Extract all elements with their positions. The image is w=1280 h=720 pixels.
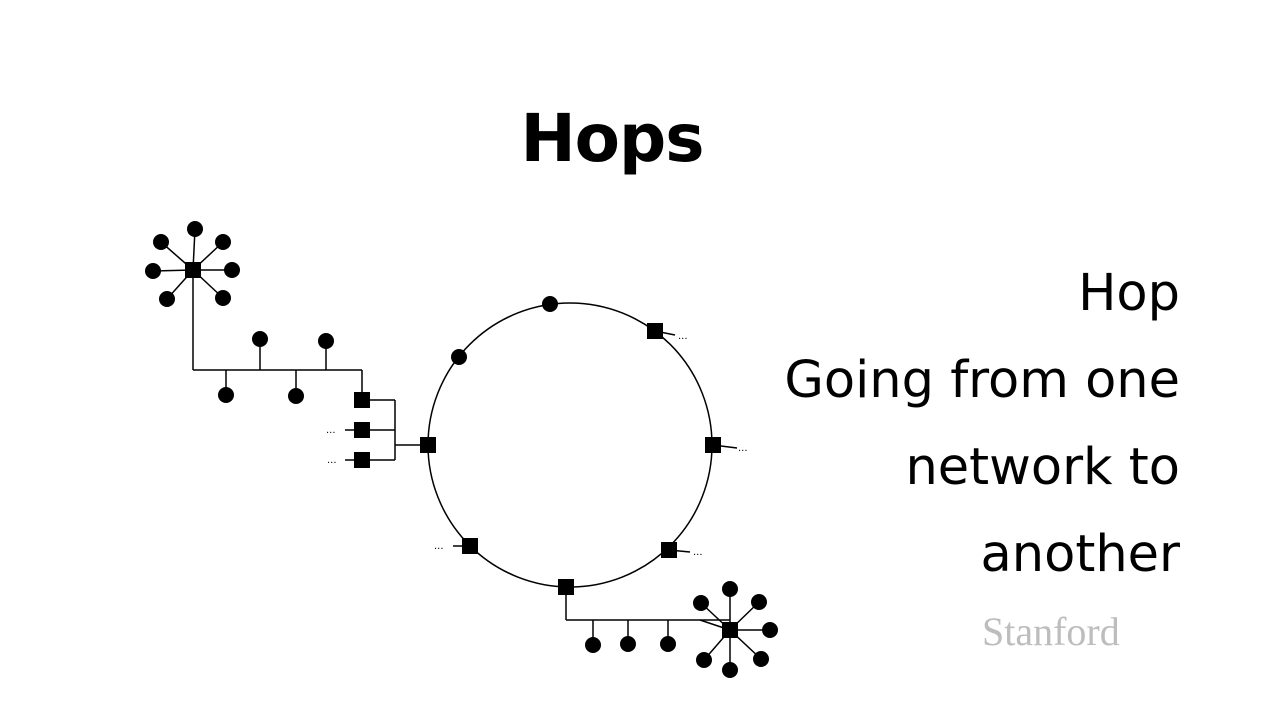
router-node: [420, 437, 436, 453]
ellipsis-label: ...: [693, 547, 703, 558]
host-node: [252, 331, 268, 347]
host-node: [722, 662, 738, 678]
hub-node: [185, 262, 201, 278]
definition-term: Hop: [1078, 264, 1180, 323]
bus-network-top-left: [192, 270, 428, 461]
slide-title: Hops: [520, 100, 704, 177]
host-node: [318, 333, 334, 349]
ellipsis-label: ...: [434, 541, 444, 552]
ellipsis-label: ...: [326, 425, 336, 436]
host-node: [585, 637, 601, 653]
definition-line: Going from one: [784, 351, 1180, 410]
host-node: [660, 636, 676, 652]
host-node: [693, 595, 709, 611]
hop-definition: Hop Going from one network to another: [620, 250, 1180, 598]
host-node: [159, 291, 175, 307]
router-node: [462, 538, 478, 554]
hub-node: [722, 622, 738, 638]
host-node: [451, 349, 467, 365]
router-node: [354, 422, 370, 438]
host-node: [218, 387, 234, 403]
definition-line: another: [980, 525, 1180, 584]
host-node: [696, 652, 712, 668]
host-node: [722, 581, 738, 597]
definition-line: network to: [905, 438, 1180, 497]
router-node: [661, 542, 677, 558]
router-node: [647, 323, 663, 339]
router-node: [705, 437, 721, 453]
stanford-watermark: Stanford: [982, 609, 1120, 654]
host-node: [620, 636, 636, 652]
host-node: [224, 262, 240, 278]
host-node: [215, 234, 231, 250]
router-node: [354, 392, 370, 408]
host-node: [153, 234, 169, 250]
router-node: [558, 579, 574, 595]
host-node: [542, 296, 558, 312]
host-node: [187, 221, 203, 237]
ellipsis-label: ...: [678, 331, 688, 342]
ellipsis-label: ...: [738, 443, 748, 454]
host-node: [145, 263, 161, 279]
router-node: [354, 452, 370, 468]
host-node: [215, 290, 231, 306]
host-node: [753, 651, 769, 667]
host-node: [762, 622, 778, 638]
host-node: [751, 594, 767, 610]
ellipsis-label: ...: [327, 455, 337, 466]
host-node: [288, 388, 304, 404]
